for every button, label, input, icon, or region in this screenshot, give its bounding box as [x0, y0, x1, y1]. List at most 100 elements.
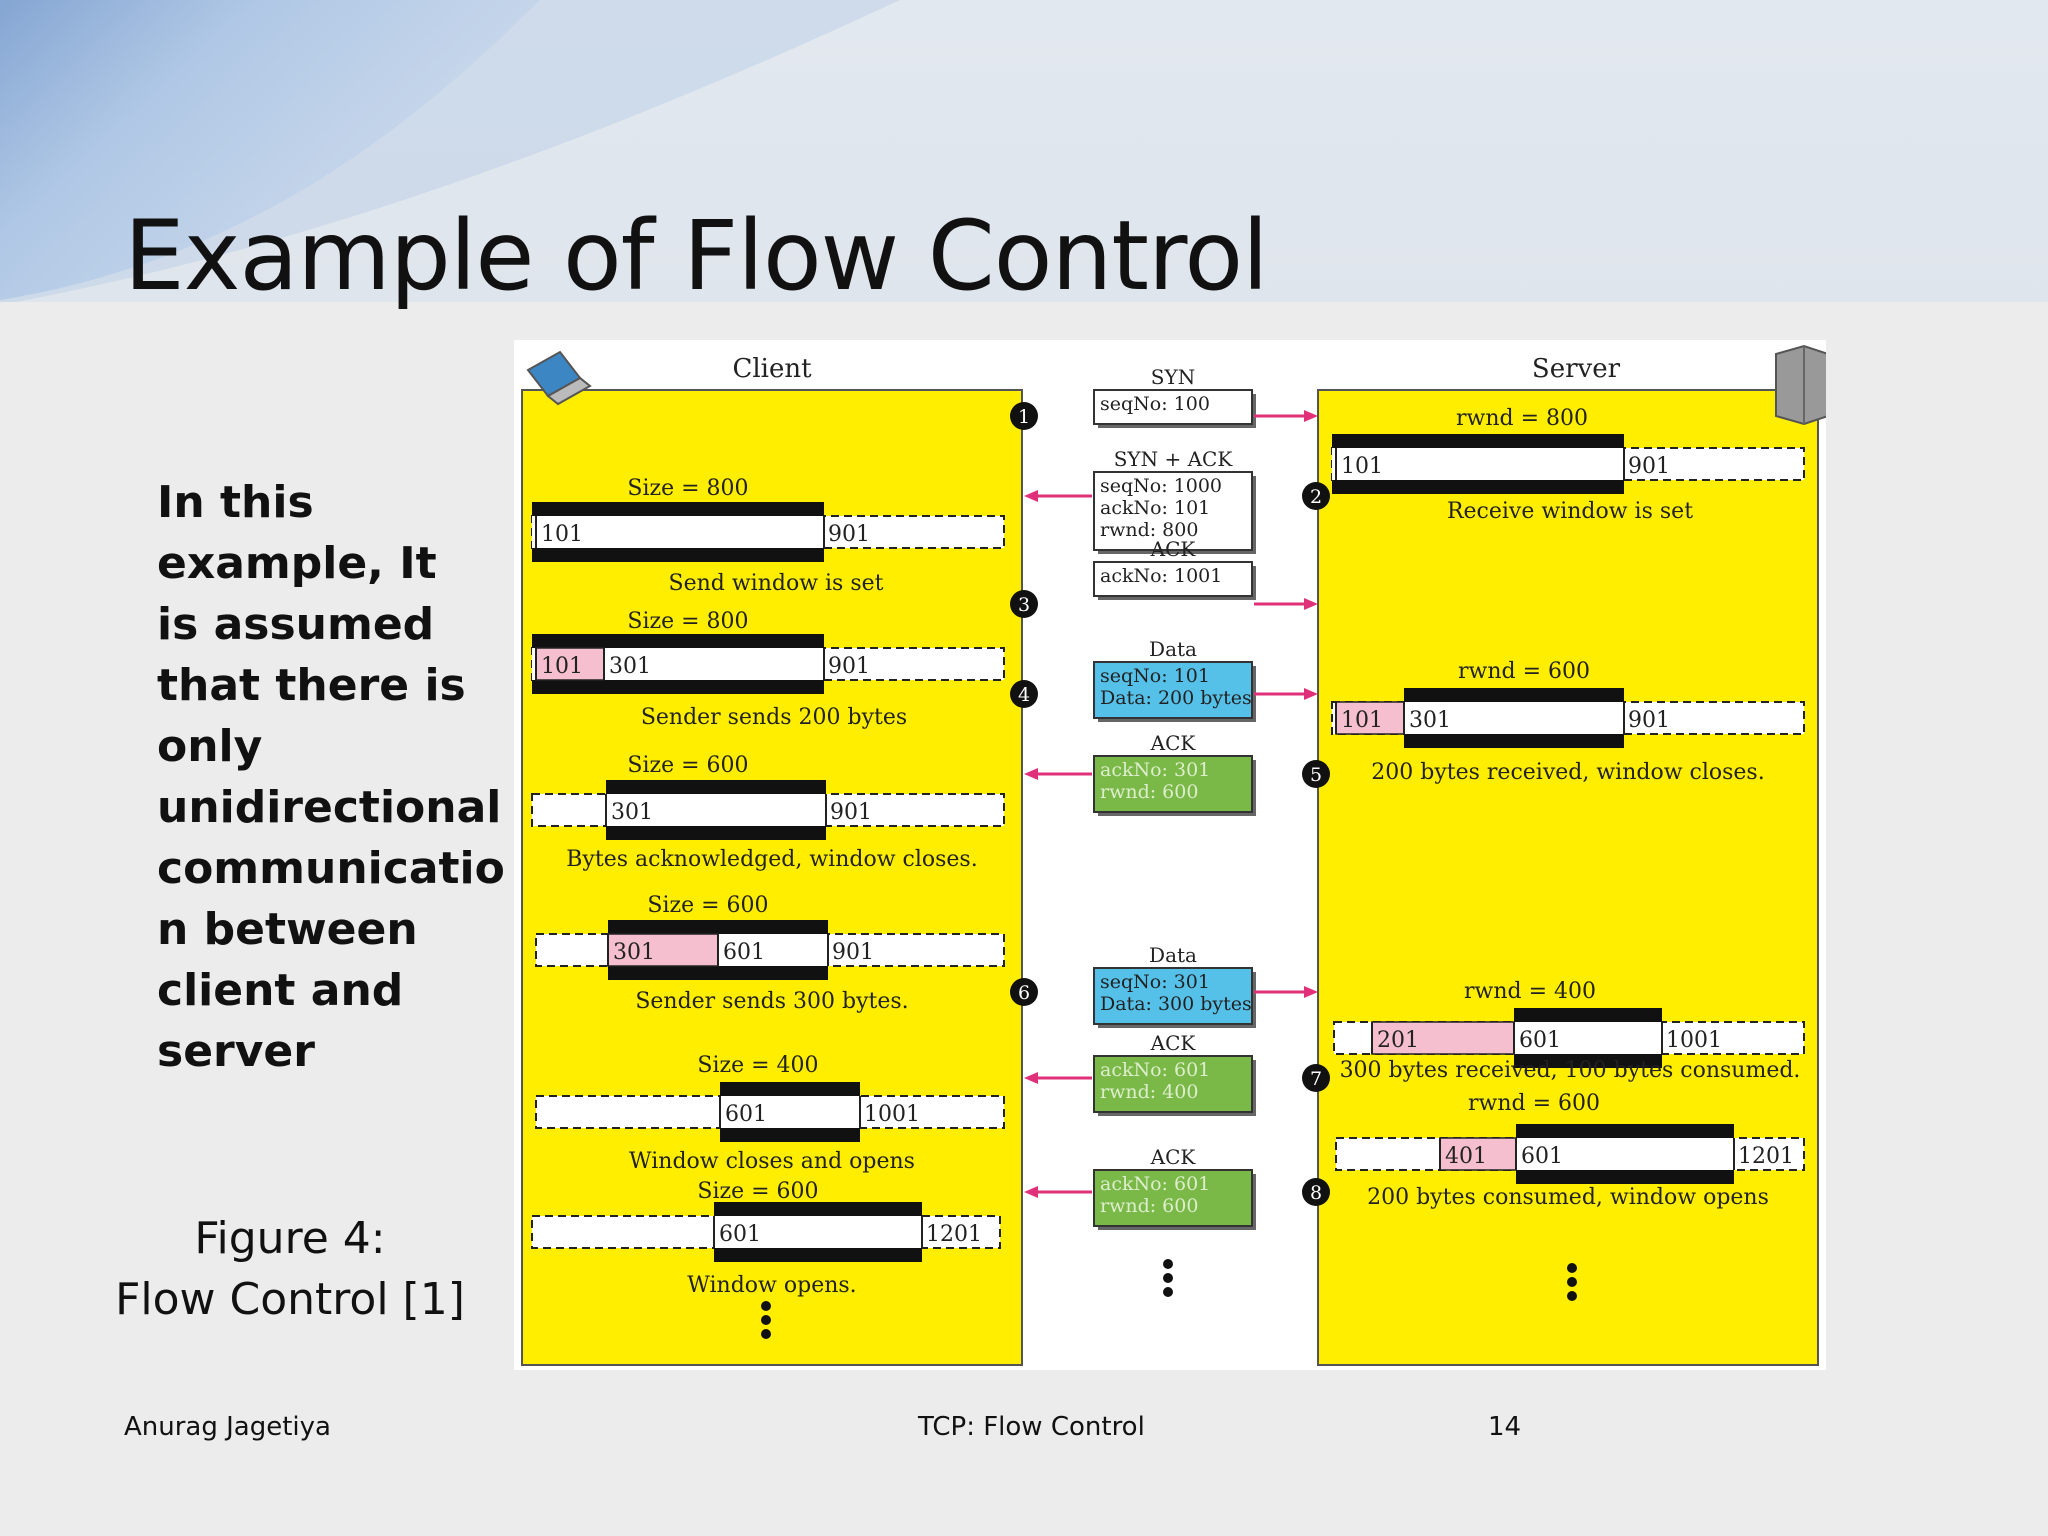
- step-number: 4: [1018, 684, 1030, 706]
- client-window-4-cell-label: 301: [613, 940, 655, 965]
- segment-header: ACK: [1150, 731, 1197, 755]
- server-note: 200 bytes received, window closes.: [1371, 760, 1764, 785]
- step-badge: [1010, 680, 1038, 708]
- client-window-2-end-label: 901: [828, 654, 870, 679]
- client-window-5-cell-label: 601: [725, 1102, 767, 1127]
- server-window-3-inner: [1514, 1022, 1662, 1054]
- step-number: 1: [1018, 406, 1030, 428]
- step-number: 7: [1310, 1068, 1322, 1090]
- server-window-2-inner: [1404, 702, 1624, 734]
- client-window-4-cell-label: 601: [723, 940, 765, 965]
- server-window-1: [1331, 434, 1805, 494]
- segment-6: [1010, 967, 1318, 1028]
- server-window-2: [1331, 688, 1805, 748]
- client-window-3-cell-label: 301: [611, 800, 653, 825]
- client-window-5: [535, 1082, 1005, 1142]
- client-note: Size = 600: [627, 753, 748, 778]
- segment-arrowhead: [1024, 1186, 1038, 1198]
- step-number: 6: [1018, 982, 1030, 1004]
- server-window-2-cell-label: 101: [1341, 708, 1383, 733]
- server-window-1-inner: [1332, 448, 1624, 480]
- client-window-3-inner: [606, 794, 826, 826]
- step-badge: [1302, 1178, 1330, 1206]
- client-window-5-inner: [720, 1096, 860, 1128]
- client-window-6-inner: [714, 1216, 922, 1248]
- server-note: rwnd = 800: [1456, 406, 1588, 431]
- segment-box: [1093, 661, 1253, 719]
- server-window-4: [1335, 1124, 1805, 1184]
- segment-box: [1093, 471, 1253, 551]
- segment-line: rwnd: 400: [1100, 1081, 1198, 1103]
- client-note: Size = 800: [627, 476, 748, 501]
- segment-line: ackNo: 1001: [1100, 565, 1222, 587]
- server-note: rwnd = 600: [1468, 1091, 1600, 1116]
- segment-line: seqNo: 101: [1100, 665, 1210, 687]
- server-note: 200 bytes consumed, window opens: [1367, 1185, 1769, 1210]
- footer-page-number: 14: [1488, 1412, 1522, 1442]
- client-window-2-cell-label: 101: [541, 654, 583, 679]
- segment-box: [1093, 389, 1253, 425]
- client-note: Bytes acknowledged, window closes.: [566, 847, 977, 872]
- segment-arrowhead: [1304, 598, 1318, 610]
- segment-box: [1093, 1055, 1253, 1113]
- segment-line: Data: 300 bytes: [1100, 993, 1252, 1015]
- server-window-3-end-label: 1001: [1666, 1028, 1722, 1053]
- server-lane: [1317, 389, 1819, 1366]
- client-note: Sender sends 300 bytes.: [635, 989, 908, 1014]
- server-window-4-inner: [1516, 1138, 1734, 1170]
- client-window-4-sent-cell: [607, 933, 719, 967]
- step-badge: [1302, 1064, 1330, 1092]
- segment-4: [1010, 661, 1318, 722]
- server-window-3-cell-label: 201: [1377, 1028, 1419, 1053]
- server-window-3-cell-label: 601: [1519, 1028, 1561, 1053]
- server-window-4-cell-label: 601: [1521, 1144, 1563, 1169]
- server-window-3: [1333, 1008, 1805, 1068]
- client-window-1-cell-label: 101: [541, 522, 583, 547]
- segment-header: ACK: [1150, 1031, 1197, 1055]
- figure-caption: Figure 4: Flow Control [1]: [115, 1213, 465, 1325]
- segment-header: SYN + ACK: [1114, 447, 1234, 471]
- slide-title: Example of Flow Control: [124, 200, 1269, 312]
- step-badge: [1010, 402, 1038, 430]
- segment-line: rwnd: 600: [1100, 1195, 1198, 1217]
- segment-line: rwnd: 600: [1100, 781, 1198, 803]
- step-number: 8: [1310, 1182, 1322, 1204]
- server-label: Server: [1532, 354, 1621, 384]
- segment-line: seqNo: 100: [1100, 393, 1210, 415]
- client-window-3-end-label: 901: [830, 800, 872, 825]
- segment-header: SYN: [1151, 365, 1195, 389]
- client-note: Size = 600: [647, 893, 768, 918]
- segment-line: rwnd: 800: [1100, 519, 1198, 541]
- segment-arrowhead: [1304, 688, 1318, 700]
- middle-continuation-dots: [1163, 1259, 1173, 1297]
- server-continuation-dots: [1567, 1263, 1577, 1301]
- client-window-2-sent-cell: [535, 647, 605, 681]
- segment-1: [1010, 389, 1318, 430]
- server-window-3-sent-cell: [1371, 1021, 1515, 1055]
- step-number: 3: [1018, 594, 1030, 616]
- client-window-3: [531, 780, 1005, 840]
- segment-line: seqNo: 1000: [1100, 475, 1222, 497]
- slide-body-text: In this example, It is assumed that ther…: [157, 477, 505, 1077]
- segment-header: ACK: [1150, 1145, 1197, 1169]
- segment-arrowhead: [1024, 1072, 1038, 1084]
- client-window-2-cell-label: 301: [609, 654, 651, 679]
- server-window-1-cell-label: 101: [1341, 454, 1383, 479]
- segment-line: ackNo: 601: [1100, 1173, 1210, 1195]
- server-note: rwnd = 400: [1464, 979, 1596, 1004]
- client-window-6: [531, 1202, 1001, 1262]
- segment-box: [1093, 1169, 1253, 1227]
- segment-line: ackNo: 601: [1100, 1059, 1210, 1081]
- segment-arrowhead: [1304, 410, 1318, 422]
- segment-arrowhead: [1024, 490, 1038, 502]
- client-window-6-cell-label: 601: [719, 1222, 761, 1247]
- segment-header: Data: [1149, 943, 1197, 967]
- segment-7: [1024, 1055, 1330, 1116]
- server-icon: [1775, 344, 1826, 426]
- server-note: Receive window is set: [1447, 499, 1693, 524]
- client-window-5-end-label: 1001: [864, 1102, 920, 1127]
- client-window-1: [531, 502, 1005, 562]
- segment-box: [1093, 967, 1253, 1025]
- server-note: rwnd = 600: [1458, 659, 1590, 684]
- segment-line: Data: 200 bytes: [1100, 687, 1252, 709]
